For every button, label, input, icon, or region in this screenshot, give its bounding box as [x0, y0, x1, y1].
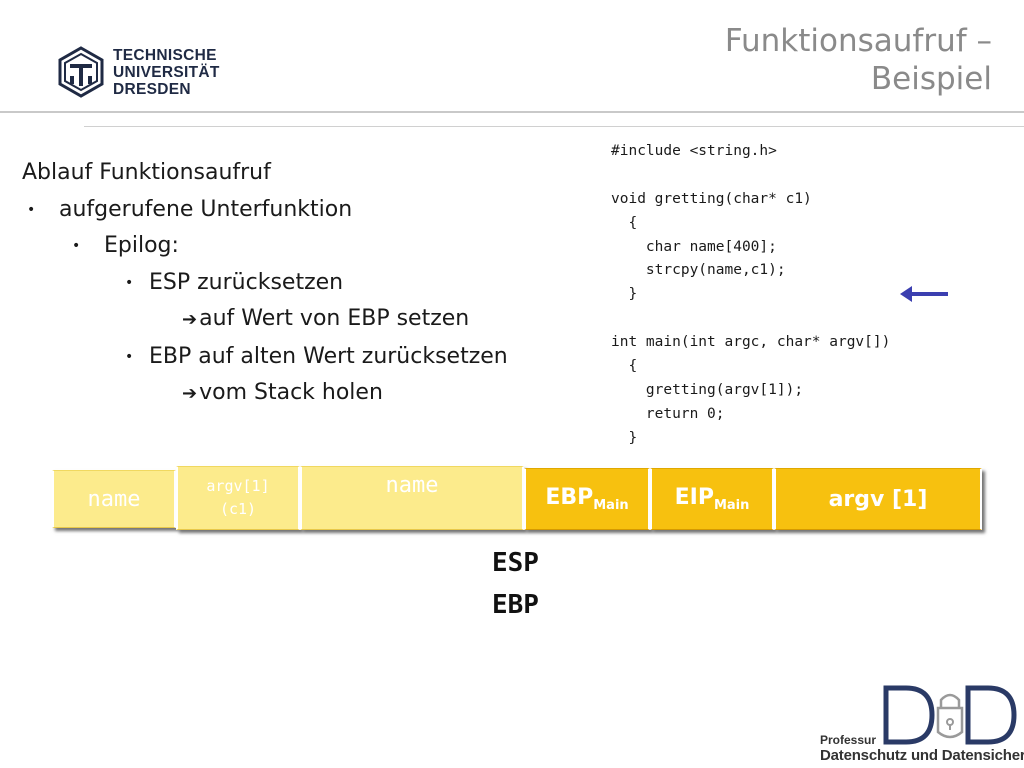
logo-line: UNIVERSITÄT — [113, 64, 220, 81]
logo-line: DRESDEN — [113, 81, 191, 98]
cell-label-sub: Main — [593, 498, 629, 513]
pointer-arrow-icon — [900, 286, 948, 302]
bullet-icon: • — [125, 348, 134, 365]
outline-line-text: auf Wert von EBP setzen — [199, 306, 470, 331]
cell-label: (c1) — [219, 500, 257, 518]
code-line — [611, 307, 890, 331]
title-line: Beispiel — [870, 61, 992, 97]
outline-line: Ablauf Funktionsaufruf — [22, 155, 508, 192]
outline-line-text: Epilog: — [104, 233, 179, 258]
logo-line: TECHNISCHE — [113, 47, 217, 64]
code-line: { — [611, 214, 638, 231]
cell-label-main: EIP — [674, 485, 714, 510]
code-line: return 0; — [611, 405, 725, 422]
outline-line: • ESP zurücksetzen — [22, 265, 508, 302]
outline-line-text: ESP zurücksetzen — [149, 269, 344, 295]
cell-label-main: EBP — [545, 485, 594, 510]
code-line: { — [611, 358, 638, 375]
cell-name-1: name — [52, 470, 176, 528]
cell-eip-main: EIPMain — [650, 468, 774, 530]
code-line: } — [611, 429, 638, 446]
cell-argv1: argv [1] — [774, 468, 982, 530]
code-line: } — [611, 286, 638, 303]
outline-line-text: vom Stack holen — [199, 380, 383, 405]
outline-line-text: Ablauf Funktionsaufruf — [22, 160, 271, 185]
cell-label: EIPMain — [675, 485, 750, 513]
footer-professur: Professur — [820, 733, 877, 747]
cell-label: argv[1] — [206, 477, 270, 495]
register-esp: ESP — [492, 548, 539, 578]
dud-logo-icon — [883, 685, 1017, 745]
header-divider-thin — [84, 126, 1024, 127]
arrow-right-icon: ➔ — [182, 383, 198, 404]
bullet-icon: • — [125, 274, 134, 291]
footer-chair-name: Datenschutz und Datensicherheit — [820, 747, 1024, 764]
code-line: char name[400]; — [611, 238, 777, 255]
outline-line: • Epilog: — [22, 228, 508, 265]
outline-line-text: aufgerufene Unterfunktion — [59, 196, 353, 222]
cell-name-2: name — [300, 466, 524, 530]
bullet-icon: • — [72, 238, 81, 254]
code-listing: #include <string.h> void gretting(char* c… — [611, 140, 890, 451]
cell-label: name — [87, 486, 141, 512]
outline-line: ➔auf Wert von EBP setzen — [22, 301, 508, 339]
tu-dresden-logo-icon — [58, 46, 104, 98]
code-line — [611, 164, 890, 188]
cell-label-main: argv [1] — [828, 486, 928, 512]
outline-text: Ablauf Funktionsaufruf • aufgerufene Unter… — [22, 155, 508, 413]
cell-label: name — [385, 472, 439, 498]
outline-line: ➔vom Stack holen — [22, 375, 508, 413]
title-line: Funktionsaufruf – — [724, 23, 992, 59]
cell-argv-c1: argv[1] (c1) — [176, 466, 300, 530]
slide-title: Funktionsaufruf – Beispiel — [725, 22, 992, 98]
outline-line: • aufgerufene Unterfunktion — [22, 192, 508, 229]
cell-label: EBPMain — [545, 485, 628, 513]
arrow-right-icon: ➔ — [182, 309, 198, 330]
bullet-icon: • — [27, 201, 36, 218]
code-line: void gretting(char* c1) — [611, 190, 812, 207]
code-line: #include <string.h> — [611, 143, 777, 159]
cell-label: argv [1] — [829, 487, 928, 512]
university-name: TECHNISCHE UNIVERSITÄT DRESDEN — [113, 47, 220, 98]
code-line: gretting(argv[1]); — [611, 381, 804, 398]
cell-label-sub: Main — [713, 498, 750, 513]
register-ebp: EBP — [492, 590, 539, 620]
outline-line: • EBP auf alten Wert zurücksetzen — [22, 339, 508, 376]
cell-ebp-main: EBPMain — [524, 468, 650, 530]
code-line: strcpy(name,c1); — [611, 262, 786, 279]
code-line: int main(int argc, char* argv[]) — [611, 334, 891, 351]
header-divider — [0, 111, 1024, 113]
outline-line-text: EBP auf alten Wert zurücksetzen — [149, 343, 508, 369]
